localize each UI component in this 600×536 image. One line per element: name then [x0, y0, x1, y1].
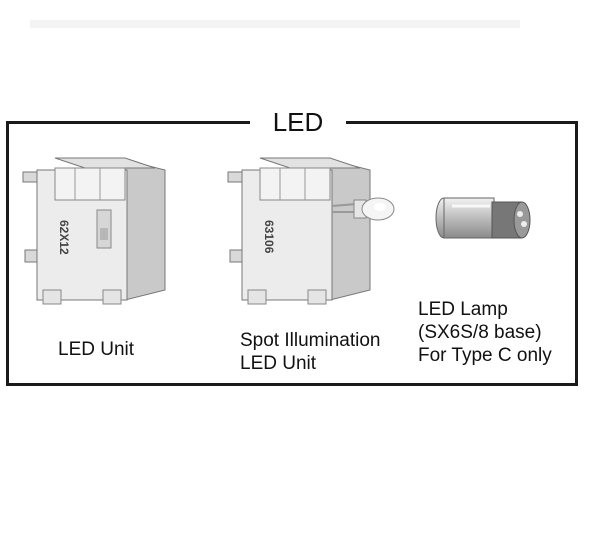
caption-line: LED Unit — [240, 353, 317, 374]
caption-line: Spot Illumination — [240, 330, 381, 351]
led-unit-marking: 62X12 — [57, 220, 71, 255]
spot-illumination-caption: Spot Illumination LED Unit — [240, 329, 380, 375]
faded-header-remnant — [30, 12, 520, 38]
led-lamp-icon — [432, 178, 542, 278]
caption-line: For Type C only — [418, 345, 552, 366]
caption-line: LED Lamp — [418, 299, 508, 320]
led-lamp-caption: LED Lamp (SX6S/8 base) For Type C only — [418, 298, 552, 367]
spot-unit-marking: 63106 — [262, 220, 276, 254]
section-title: LED — [250, 107, 346, 137]
caption-line: LED Unit — [58, 339, 135, 360]
led-unit-icon: 62X12 — [15, 150, 185, 315]
caption-line: (SX6S/8 base) — [418, 322, 542, 343]
led-unit-caption: LED Unit — [58, 338, 134, 361]
spot-illumination-led-unit-icon: 63106 — [220, 150, 398, 315]
